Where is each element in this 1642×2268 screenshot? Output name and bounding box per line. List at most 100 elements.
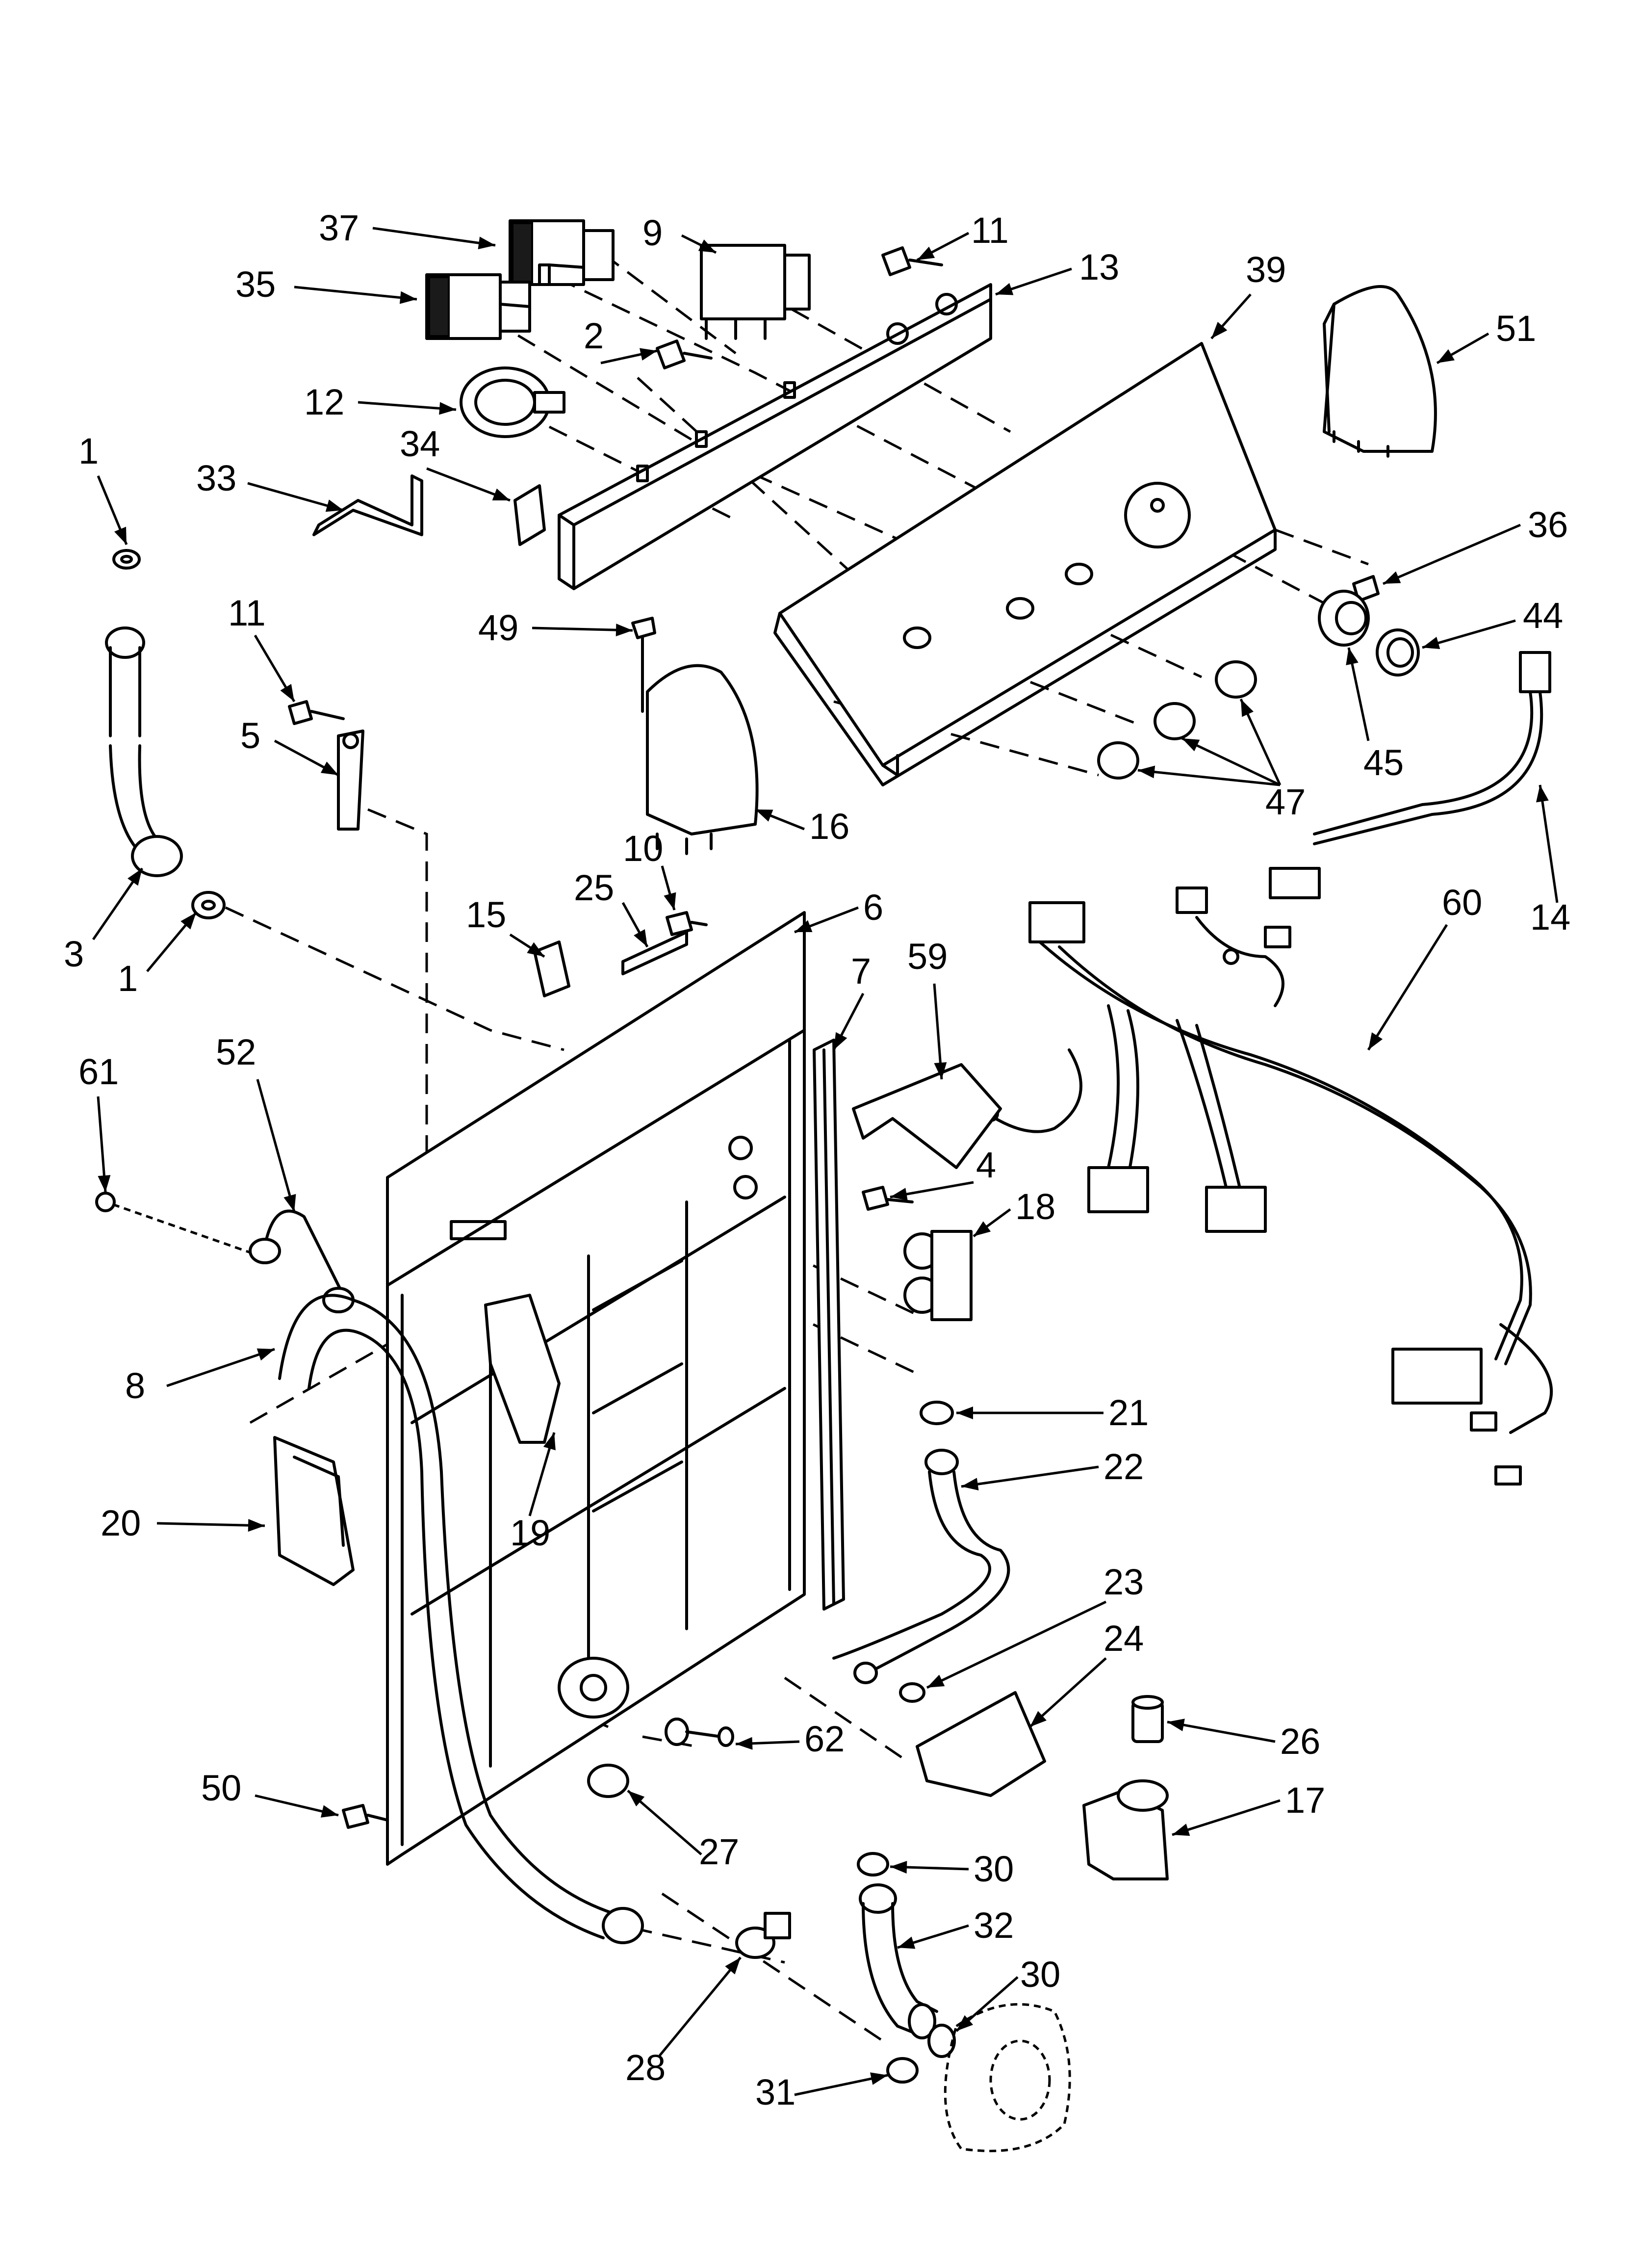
callout-5: 5 xyxy=(240,715,260,756)
callout-3: 3 xyxy=(64,934,84,974)
callout-6: 6 xyxy=(863,887,883,928)
leader-arrowhead-9 xyxy=(698,239,716,253)
leader-arrowhead-21 xyxy=(956,1407,973,1419)
leader-arrowhead-12 xyxy=(439,402,456,415)
part-44-knob xyxy=(1376,628,1420,677)
part-47-knobs xyxy=(1097,660,1257,780)
part-60-wiring-harness xyxy=(982,651,1553,1486)
callout-44: 44 xyxy=(1523,595,1563,636)
part-9-switch xyxy=(700,244,811,340)
callout-10: 10 xyxy=(623,828,663,869)
leader-arrowhead-61 xyxy=(98,1175,111,1192)
leader-arrowhead-37 xyxy=(478,236,495,250)
callout-23: 23 xyxy=(1103,1562,1144,1602)
callout-16: 16 xyxy=(809,806,849,847)
part-7-rail xyxy=(813,1039,845,1611)
leader-arrowhead-28 xyxy=(725,1957,741,1975)
leader-arrowhead-2 xyxy=(640,348,657,361)
leader-arrowhead-17 xyxy=(1172,1824,1190,1836)
leader-arrowhead-11t xyxy=(917,246,935,260)
leader-arrowhead-25 xyxy=(634,929,647,947)
callout-22: 22 xyxy=(1103,1446,1144,1487)
leader-arrowhead-23 xyxy=(927,1674,945,1688)
part-37-switch xyxy=(509,219,615,286)
leader-arrowhead-5 xyxy=(320,761,338,775)
callout-47: 47 xyxy=(1265,782,1306,822)
part-25-label-strip xyxy=(621,931,688,975)
leader-line-20 xyxy=(156,1522,265,1527)
part-19-actuator xyxy=(484,1294,561,1444)
callout-21: 21 xyxy=(1108,1392,1149,1433)
leader-arrowhead-39 xyxy=(1211,321,1228,339)
leader-arrowhead-62 xyxy=(736,1737,753,1750)
part-62-plug xyxy=(665,1718,734,1747)
leader-arrowhead-47b xyxy=(1182,738,1200,752)
callout-35: 35 xyxy=(235,264,276,305)
leader-arrowhead-18 xyxy=(974,1221,991,1236)
leader-arrowhead-11l xyxy=(280,684,294,702)
leader-arrowhead-1t xyxy=(114,526,127,545)
callout-30-top: 30 xyxy=(974,1849,1014,1889)
callout-31: 31 xyxy=(755,2072,795,2112)
callout-62: 62 xyxy=(804,1719,845,1759)
part-27-clamp xyxy=(587,1764,629,1798)
part-59-shield xyxy=(852,1063,1002,1169)
leader-arrowhead-31 xyxy=(870,2072,888,2085)
leader-line-17 xyxy=(1172,1799,1281,1836)
callout-60: 60 xyxy=(1442,882,1482,923)
callout-1-lower: 1 xyxy=(118,958,138,999)
part-22-hose xyxy=(832,1449,1010,1684)
leader-arrowhead-15 xyxy=(527,942,544,957)
leader-arrowhead-33 xyxy=(325,499,343,512)
part-3-inlet-hose xyxy=(105,626,183,877)
part-51-end-cap xyxy=(1323,285,1437,458)
leader-arrowhead-34 xyxy=(492,488,510,500)
leader-arrowhead-8 xyxy=(257,1348,275,1361)
leader-arrowhead-3 xyxy=(127,868,142,886)
part-1-nut-top xyxy=(112,549,141,570)
callout-52: 52 xyxy=(216,1032,256,1072)
leader-arrowhead-59 xyxy=(934,1062,947,1079)
leader-line-52 xyxy=(256,1079,296,1212)
leader-arrowhead-45 xyxy=(1346,648,1359,665)
leader-arrowhead-30t xyxy=(890,1861,907,1874)
leader-arrowhead-4 xyxy=(890,1188,908,1200)
part-23-clamp xyxy=(899,1682,925,1703)
callout-34: 34 xyxy=(400,423,440,464)
callout-45: 45 xyxy=(1363,742,1404,783)
part-61-cable-tie xyxy=(95,1192,260,1257)
part-30-clamp-top xyxy=(857,1852,889,1877)
part-49-screw xyxy=(631,617,656,713)
part-11-screw-top xyxy=(881,246,943,276)
part-39-console-panel xyxy=(773,342,1277,786)
leader-arrowhead-36 xyxy=(1383,571,1401,584)
leader-line-14 xyxy=(1539,784,1559,903)
part-31-clamp xyxy=(886,2057,919,2084)
leader-line-60 xyxy=(1367,924,1448,1051)
leader-arrowhead-6 xyxy=(795,920,813,932)
part-30-clamp-lower xyxy=(927,2024,956,2058)
callout-36: 36 xyxy=(1528,504,1568,545)
leader-arrowhead-49 xyxy=(616,624,633,637)
leader-line-26 xyxy=(1167,1721,1276,1743)
callout-51: 51 xyxy=(1496,308,1536,349)
callout-28: 28 xyxy=(625,2047,666,2088)
part-16-end-cap xyxy=(646,664,759,855)
callout-9: 9 xyxy=(642,212,663,253)
part-12-timer xyxy=(460,366,565,438)
callout-2: 2 xyxy=(584,315,604,356)
callout-24: 24 xyxy=(1103,1618,1144,1659)
part-6-rear-panel xyxy=(386,911,806,1866)
leader-line-24 xyxy=(1029,1657,1107,1728)
part-13-console-bracket xyxy=(558,283,992,590)
leader-arrowhead-30l xyxy=(956,2015,974,2031)
part-5-clamp xyxy=(337,730,364,831)
leader-arrowhead-60 xyxy=(1368,1032,1383,1050)
part-4-screw xyxy=(862,1186,914,1211)
callout-18: 18 xyxy=(1015,1186,1055,1227)
leader-line-28 xyxy=(659,1956,742,2057)
part-28-clamp xyxy=(735,1912,791,1959)
leader-line-47c xyxy=(1137,769,1281,786)
callout-33: 33 xyxy=(196,458,236,498)
